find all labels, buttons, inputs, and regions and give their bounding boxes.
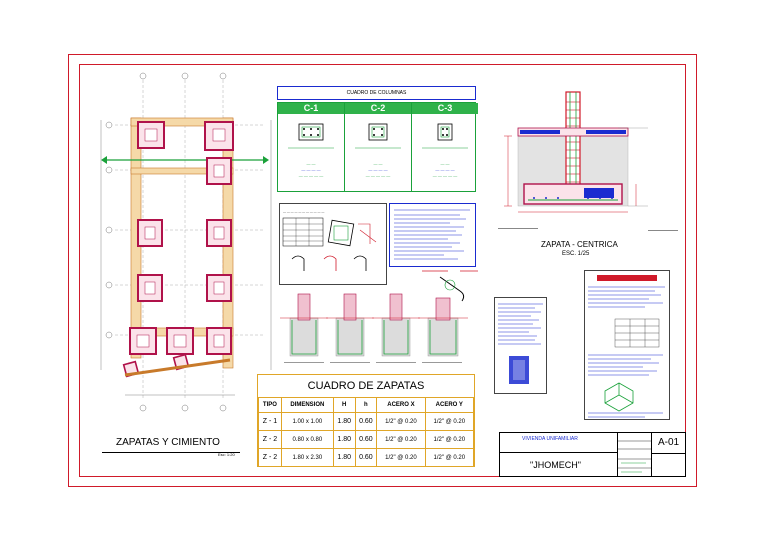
footings-table-grid: TIPO DIMENSION H h ACERO X ACERO Y Z - 1… [258,397,475,467]
column-cell: C-2 — — — — — — — — — — — [345,103,412,191]
table-cell: 1/2" @ 0.20 [376,412,426,431]
table-cell: 1.00 x 1.00 [280,412,334,431]
sheet-outer-frame [68,54,697,487]
table-header-row: TIPO DIMENSION H h ACERO X ACERO Y [258,397,475,413]
sheet-number-divider [652,453,686,454]
table-cell: 1/2" @ 0.20 [376,448,426,467]
column-section-drawing [422,123,468,149]
columns-table: CUADRO DE COLUMNAS C-1 — — — — — — — — —… [277,86,478,192]
title-block: VIVIENDA UNIFAMILIAR "JHOMECH" A-01 [499,432,686,477]
footings-table: CUADRO DE ZAPATAS TIPO DIMENSION H h ACE… [257,374,475,467]
column-spec-line: — — — — — [432,173,458,178]
table-row: Z - 2 1.80 x 2.30 1.80 0.60 1/2" @ 0.20 … [258,448,475,467]
spec-panel-small-content [498,303,543,384]
plan-scale: Esc: 1:20 [218,452,235,457]
sheet-number: A-01 [658,437,680,448]
table-cell: 0.60 [354,448,378,467]
table-header-cell: h [354,397,378,413]
table-cell: 0.60 [354,430,378,449]
hook-detail [422,270,478,302]
table-cell: 1/2" @ 0.20 [424,430,475,449]
table-row: Z - 1 1.00 x 1.00 1.80 0.60 1/2" @ 0.20 … [258,412,475,431]
columns-grid: C-1 — — — — — — — — — — — C-2 — — — — — … [277,102,478,192]
column-cell: C-3 — — — — — — — — — — — [412,103,478,191]
columns-table-title: CUADRO DE COLUMNAS [277,86,476,100]
stirrup-detail-drawing: — — — — — — — — — — — [282,210,377,271]
table-cell: Z - 2 [258,448,282,467]
column-spec-line: — — [373,161,383,166]
column-spec-line: — — — — — [298,173,324,178]
spec-panel-large-content [588,275,665,418]
table-cell: 1.80 x 2.30 [280,448,334,467]
table-cell: 1/2" @ 0.20 [424,412,475,431]
table-cell: 1/2" @ 0.20 [424,448,475,467]
column-label: C-3 [412,103,478,114]
project-name: VIVIENDA UNIFAMILIAR [522,436,578,442]
table-row: Z - 2 0.80 x 0.80 1.80 0.60 1/2" @ 0.20 … [258,430,475,449]
spec-panel-large [584,270,670,420]
column-label: C-2 [345,103,411,114]
column-spec-line: — — [306,161,316,166]
footing-sections [280,293,468,363]
footings-table-title: CUADRO DE ZAPATAS [258,375,474,398]
column-spec-line: — — [440,161,450,166]
table-cell: 0.80 x 0.80 [280,430,334,449]
table-header-cell: TIPO [258,397,282,413]
owner-name: "JHOMECH" [530,460,581,470]
zapata-section-title: ZAPATA - CENTRICA [541,240,618,249]
table-header-cell: ACERO Y [424,397,475,413]
table-cell: 0.60 [354,412,378,431]
column-cell: C-1 — — — — — — — — — — — [278,103,345,191]
table-cell: 1.80 [332,448,356,467]
column-spec-line: — — — — [301,167,321,172]
column-section-drawing [288,123,334,149]
table-header-cell: DIMENSION [280,397,334,413]
table-header-cell: H [332,397,356,413]
column-spec-line: — — — — — [365,173,391,178]
svg-text:— — — — — — — — — — —: — — — — — — — — — — — [283,210,324,214]
sheet-inner-frame [79,64,686,477]
stirrup-detail-panel: — — — — — — — — — — — [279,203,387,285]
table-cell: 1.80 [332,430,356,449]
table-cell: Z - 1 [258,412,282,431]
column-spec-line: — — — — [368,167,388,172]
zapata-section-scale: ESC. 1/25 [562,251,590,257]
table-header-cell: ACERO X [376,397,426,413]
title-block-info-cell [618,433,652,477]
column-label: C-1 [278,103,344,114]
notes-panel [389,203,476,267]
table-cell: Z - 2 [258,430,282,449]
spec-panel-small [494,297,547,394]
title-block-project-cell: VIVIENDA UNIFAMILIAR [500,433,618,453]
column-section-drawing [355,123,401,149]
column-spec-line: — — — — [435,167,455,172]
foundation-plan [100,72,272,412]
table-cell: 1.80 [332,412,356,431]
title-block-owner-cell: "JHOMECH" [500,453,618,477]
table-cell: 1/2" @ 0.20 [376,430,426,449]
plan-title-underline [102,452,240,453]
title-block-info-lines [618,440,651,473]
zapata-section [498,91,678,231]
notes-lines [394,209,470,260]
plan-title: ZAPATAS Y CIMIENTO [116,437,220,448]
